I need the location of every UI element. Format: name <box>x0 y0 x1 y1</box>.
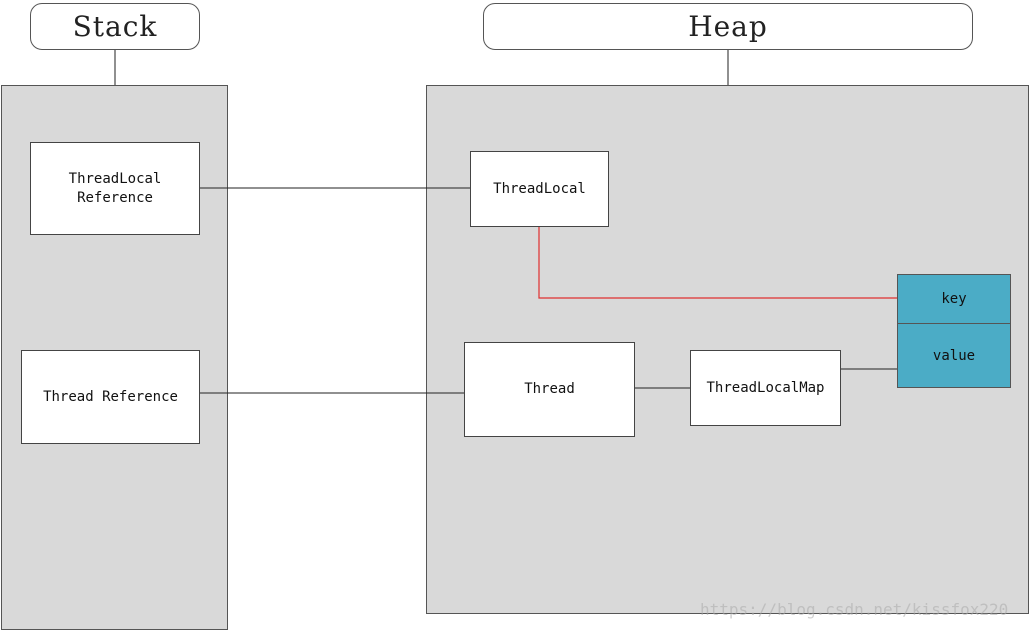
threadlocalmap-box: ThreadLocalMap <box>690 350 841 426</box>
threadlocal-reference-box: ThreadLocal Reference <box>30 142 200 235</box>
stack-title: Stack <box>30 3 200 50</box>
entry-value-cell: value <box>897 323 1011 388</box>
entry-key-cell: key <box>897 274 1011 324</box>
thread-reference-box: Thread Reference <box>21 350 200 444</box>
weak-key-reference-line <box>538 226 898 299</box>
threadlocal-box: ThreadLocal <box>470 151 609 227</box>
watermark-text: https://blog.csdn.net/kissfox220 <box>700 600 1009 619</box>
thread-box: Thread <box>464 342 635 437</box>
heap-title: Heap <box>483 3 973 50</box>
